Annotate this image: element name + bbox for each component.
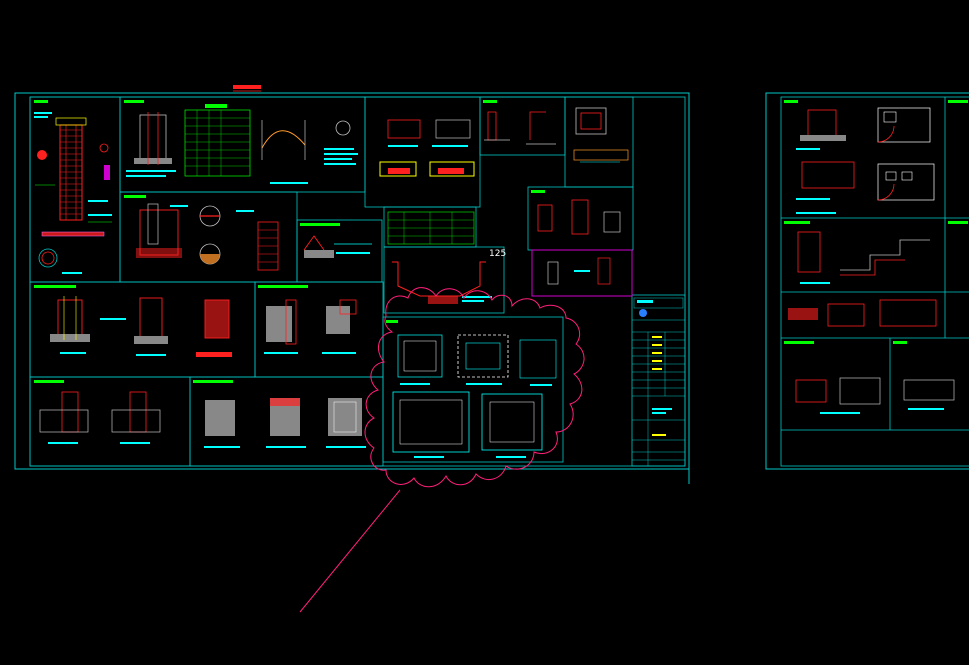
panel-grid — [29, 96, 686, 467]
column-section-details — [50, 296, 232, 357]
section-number-label: 125 — [489, 249, 506, 259]
beam-joint-details — [39, 391, 161, 444]
section-125-detail: 125 — [392, 249, 506, 304]
wall-section-details — [264, 299, 357, 354]
pier-detail-with-table — [126, 104, 358, 184]
foundation-plan-details — [392, 334, 557, 458]
sheet-border-outer — [14, 92, 690, 470]
corner-joint-details — [484, 107, 629, 163]
magenta-frame-detail-content — [547, 257, 611, 285]
slab-edge-details — [204, 398, 366, 448]
sheet-title-mark — [233, 85, 261, 89]
footing-details-cluster — [379, 119, 475, 177]
drawing-sheet-left[interactable]: 125 — [14, 85, 690, 484]
rebar-schedule-table — [387, 211, 475, 245]
revision-leader-line — [299, 489, 401, 613]
stair-details — [537, 199, 621, 235]
foundation-section-detail — [136, 203, 279, 271]
right-panel-grid — [781, 97, 969, 431]
revision-cloud[interactable] — [364, 287, 585, 488]
sheet-border-inner-right — [780, 96, 969, 467]
title-block — [632, 297, 685, 466]
right-sheet-details — [784, 100, 968, 414]
drawing-sheet-right[interactable] — [765, 92, 969, 470]
magenta-detail-frame — [531, 249, 633, 297]
retaining-wall-detail — [303, 235, 372, 258]
company-logo-icon — [639, 309, 647, 317]
panel-headers — [34, 100, 545, 383]
sheet-border-outer-right — [765, 92, 969, 470]
pile-reinforcement-detail — [34, 112, 112, 274]
